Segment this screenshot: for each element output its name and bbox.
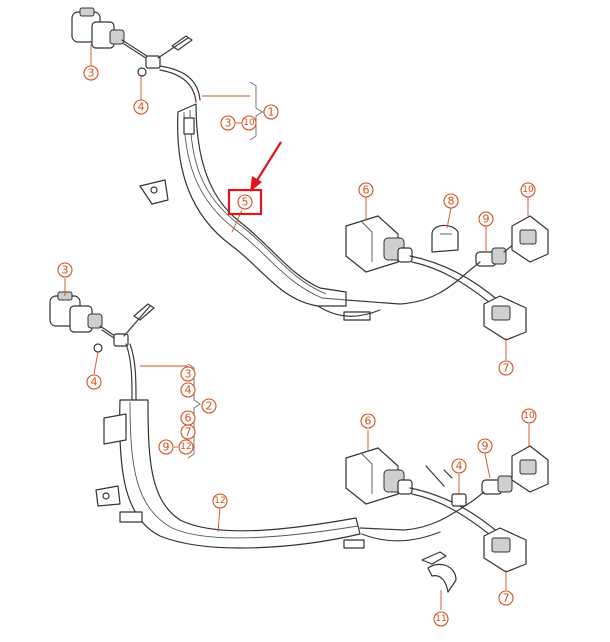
svg-text:9: 9 — [163, 441, 170, 454]
callout-upper-10[interactable]: 10 — [520, 182, 536, 198]
upper-grommet-9 — [475, 247, 507, 267]
callout-lower-2[interactable]: 2 — [201, 398, 217, 414]
upper-connector-6 — [345, 215, 413, 273]
callout-lower-4[interactable]: 4 — [86, 374, 102, 390]
callout-upper-7[interactable]: 7 — [498, 360, 514, 376]
svg-text:3: 3 — [185, 368, 192, 381]
svg-text:4: 4 — [185, 384, 192, 397]
callout-lower-9[interactable]: 9 — [477, 438, 493, 454]
svg-text:1: 1 — [268, 106, 275, 119]
svg-text:8: 8 — [448, 195, 455, 208]
callout-lower-11[interactable]: 11 — [433, 611, 449, 627]
svg-text:6: 6 — [185, 412, 192, 425]
callout-lower-10[interactable]: 10 — [521, 408, 537, 424]
callout-lower-4-right[interactable]: 4 — [451, 458, 467, 474]
lower-connector-3 — [49, 291, 103, 333]
upper-connector-10 — [511, 215, 549, 263]
callout-upper-9[interactable]: 9 — [478, 211, 494, 227]
callout-upper-8[interactable]: 8 — [443, 193, 459, 209]
callout-lower-list-3[interactable]: 3 — [180, 366, 196, 382]
svg-text:2: 2 — [206, 400, 213, 413]
svg-text:7: 7 — [503, 592, 510, 605]
lower-connector-7 — [483, 527, 527, 573]
svg-text:6: 6 — [365, 415, 372, 428]
lower-harness-assembly — [49, 291, 549, 593]
svg-text:10: 10 — [523, 411, 535, 421]
svg-text:7: 7 — [185, 426, 192, 439]
lower-connector-10 — [511, 445, 549, 493]
lower-connector-6 — [345, 447, 413, 505]
upper-clip-8 — [431, 224, 459, 253]
callout-upper-3-range[interactable]: 3 — [220, 115, 236, 131]
svg-text:10: 10 — [243, 118, 255, 128]
lower-grommet-9 — [481, 475, 513, 495]
svg-text:9: 9 — [482, 440, 489, 453]
svg-text:3: 3 — [225, 117, 232, 130]
svg-text:3: 3 — [62, 264, 69, 277]
highlight-marker — [227, 141, 282, 216]
svg-text:10: 10 — [522, 185, 534, 195]
svg-text:11: 11 — [435, 614, 446, 624]
callout-upper-4[interactable]: 4 — [133, 99, 149, 115]
upper-connector-7 — [483, 295, 527, 341]
svg-text:12: 12 — [214, 496, 225, 506]
callout-lower-list-4[interactable]: 4 — [180, 382, 196, 398]
callout-lower-12[interactable]: 12 — [212, 493, 228, 509]
upper-connector-3 — [71, 7, 125, 49]
svg-text:5: 5 — [242, 196, 249, 209]
svg-text:12: 12 — [180, 442, 191, 452]
svg-text:9: 9 — [483, 213, 490, 226]
callout-lower-6[interactable]: 6 — [360, 413, 376, 429]
callout-upper-6[interactable]: 6 — [358, 182, 374, 198]
callout-upper-5[interactable]: 5 — [237, 194, 253, 210]
callout-upper-10-range[interactable]: 10 — [241, 115, 257, 131]
svg-text:4: 4 — [138, 101, 145, 114]
callout-lower-7[interactable]: 7 — [498, 590, 514, 606]
svg-text:7: 7 — [503, 362, 510, 375]
callout-lower-9-range[interactable]: 9 — [158, 439, 174, 455]
upper-harness-assembly — [71, 7, 549, 341]
lower-clip-11 — [421, 551, 457, 593]
svg-text:4: 4 — [456, 460, 463, 473]
svg-text:4: 4 — [91, 376, 98, 389]
upper-clip-4 — [137, 55, 161, 77]
lower-conduit-12 — [95, 399, 365, 549]
svg-text:3: 3 — [88, 67, 95, 80]
leader-lines — [64, 44, 530, 610]
lower-clip-4-right — [425, 465, 467, 507]
svg-text:6: 6 — [363, 184, 370, 197]
callout-upper-3[interactable]: 3 — [83, 65, 99, 81]
callout-upper-1[interactable]: 1 — [263, 104, 279, 120]
callout-lower-list-6[interactable]: 6 — [180, 410, 196, 426]
callout-lower-3[interactable]: 3 — [57, 262, 73, 278]
callout-lower-list-7[interactable]: 7 — [180, 424, 196, 440]
callout-lower-12-range[interactable]: 12 — [178, 439, 194, 455]
lower-clip-4 — [93, 333, 129, 353]
callouts: 3 4 1 3 10 5 6 8 9 10 7 3 4 2 3 4 6 7 9 … — [57, 65, 537, 627]
